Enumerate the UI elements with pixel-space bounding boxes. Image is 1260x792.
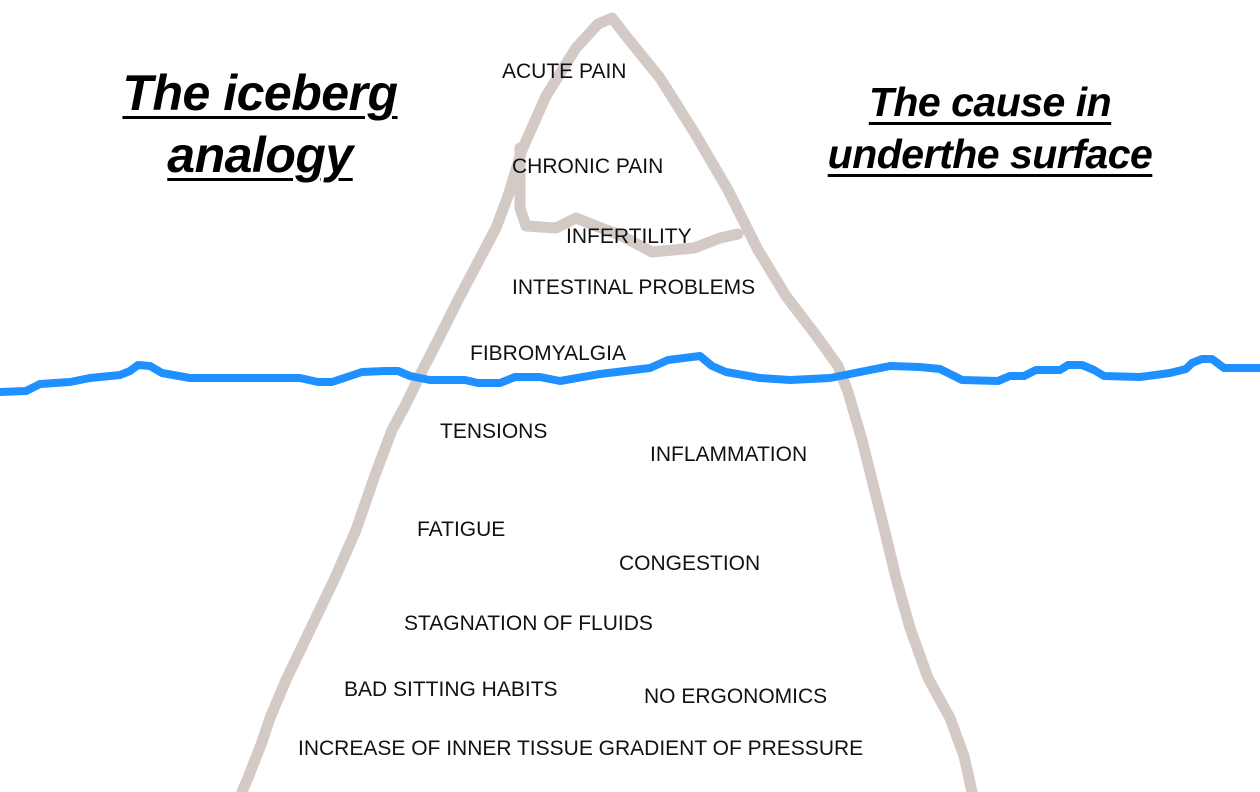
label-chronic-pain: CHRONIC PAIN — [512, 155, 664, 178]
label-infertility: INFERTILITY — [566, 225, 692, 248]
waterline — [0, 352, 1260, 396]
iceberg-ledge — [514, 142, 744, 258]
label-fatigue: FATIGUE — [417, 518, 506, 541]
label-bad-sitting-habits: BAD SITTING HABITS — [344, 678, 558, 701]
title-iceberg-analogy: The iceberg analogy — [122, 65, 398, 183]
label-inner-tissue-pressure: INCREASE OF INNER TISSUE GRADIENT OF PRE… — [298, 737, 864, 760]
label-congestion: CONGESTION — [619, 552, 761, 575]
title-cause-under-surface: The cause in underthe surface — [827, 79, 1153, 177]
iceberg-outline — [236, 12, 978, 792]
label-stagnation-of-fluids: STAGNATION OF FLUIDS — [404, 612, 653, 635]
label-acute-pain: ACUTE PAIN — [502, 60, 627, 83]
label-fibromyalgia: FIBROMYALGIA — [470, 342, 626, 365]
label-tensions: TENSIONS — [440, 420, 548, 443]
label-no-ergonomics: NO ERGONOMICS — [644, 685, 828, 708]
label-inflammation: INFLAMMATION — [650, 443, 808, 466]
label-intestinal-problems: INTESTINAL PROBLEMS — [512, 276, 756, 299]
